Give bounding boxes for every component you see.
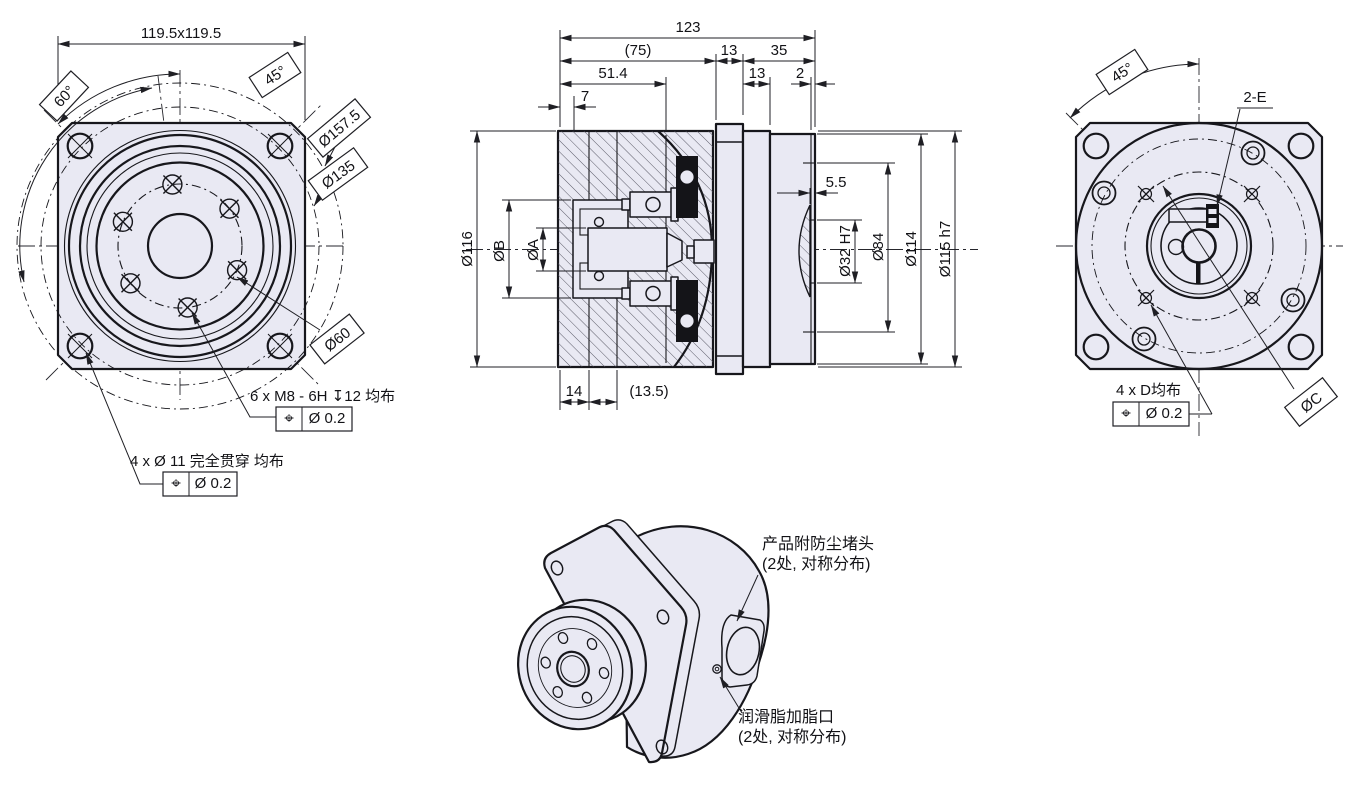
clamp-screw-section: [1206, 204, 1219, 228]
iso-dust-plug-facet: [720, 614, 765, 688]
bearing-seal-bottom: [676, 280, 698, 342]
note-text: 4 x Ø 11 完全贯穿 均布: [130, 452, 284, 470]
dim-label: 2: [796, 65, 804, 82]
bearing-seal-top: [676, 156, 698, 218]
label-2e: 2-E: [1216, 89, 1273, 207]
dim-angle-45-front: 45°: [57, 51, 302, 125]
clamp-screw-hole: [1167, 238, 1185, 256]
output-shaft-stub: [693, 239, 715, 264]
note-text: 2-E: [1243, 89, 1266, 106]
position-symbol: ⌖: [1121, 404, 1131, 423]
iso-dust-plug-hole: [725, 626, 761, 676]
dim-label: (75): [625, 42, 652, 59]
dim-dia-114: Ø114: [817, 133, 928, 365]
dim-dia-B: ØB: [491, 199, 571, 299]
side-counterbores: [1091, 140, 1306, 352]
side-corner-holes: [1082, 132, 1315, 361]
dim-dia-84: Ø84: [817, 162, 895, 333]
side-body-circle: [1074, 121, 1324, 371]
planet-gear-top: [621, 156, 698, 222]
input-clamp-hub: [1145, 192, 1253, 300]
fcf-frame: [162, 471, 238, 497]
sun-shaft-tip: [666, 232, 683, 268]
dim-55: 5.5: [777, 174, 846, 204]
input-bore: [587, 227, 668, 272]
note-text: 6 x M8 - 6H ↧12 均布: [250, 388, 395, 405]
counterbore-circle: [1091, 138, 1307, 354]
dim-label: Ø32 H7: [837, 225, 854, 277]
iso-flange-holes: [550, 560, 670, 755]
clamp-slit: [1196, 262, 1201, 284]
dim-dia-157: Ø157.5: [306, 98, 372, 167]
dim-label: ØB: [491, 240, 508, 262]
dim-label: 13: [749, 65, 766, 82]
dim-label: 7: [581, 88, 589, 105]
side-d-holes: [1137, 185, 1261, 307]
planet-gear-bottom: [621, 276, 698, 342]
dim-label: 13: [721, 42, 738, 59]
tolerance-value: Ø 0.2: [1146, 405, 1183, 422]
note-4d-holes: 4 x D均布 ⌖ Ø 0.2: [1112, 304, 1213, 427]
front-view: 119.5x119.5 45° 60° Ø157.5: [16, 25, 395, 497]
d-hole-bolt-circle: [1124, 171, 1274, 321]
dim-dia-32: Ø32 H7: [817, 219, 862, 284]
fcf-frame: [275, 406, 353, 432]
dim-label: 119.5x119.5: [141, 25, 221, 42]
dim-123: 123: [559, 19, 816, 127]
dim-angle-45-side: 45°: [1069, 48, 1200, 119]
dim-label: (13.5): [629, 383, 668, 400]
section-view: 123 (75) 13 35 51.4 13 2: [459, 19, 978, 410]
dim-label: Ø115 h7: [937, 221, 954, 277]
center-recess-dome: [798, 204, 811, 298]
side-square-flange: [1074, 121, 1324, 371]
side-view: 45° 2-E ØC 4 x D均布 ⌖ Ø 0.2: [1056, 48, 1343, 436]
callout-text: (2处, 对称分布): [762, 555, 870, 573]
dim-label: 5.5: [826, 174, 847, 191]
callout-text: 产品附防尘堵头: [762, 535, 874, 553]
dim-label: 51.4: [598, 65, 627, 82]
dim-514-13-2: 51.4 13 2: [559, 65, 835, 131]
iso-center-bore: [556, 650, 590, 688]
input-coupling: [572, 199, 683, 299]
note-corner-holes: 4 x Ø 11 完全贯穿 均布 ⌖ Ø 0.2: [85, 352, 284, 497]
callout-dust-plug: 产品附防尘堵头 (2处, 对称分布): [736, 535, 874, 622]
dim-dia-135: Ø135: [307, 146, 369, 207]
position-symbol: ⌖: [284, 409, 294, 428]
note-m8-threads: 6 x M8 - 6H ↧12 均布 ⌖ Ø 0.2: [191, 312, 395, 432]
fcf-frame: [1112, 401, 1190, 427]
iso-disc-bolt-holes: [540, 631, 610, 704]
dim-label: Ø114: [903, 231, 920, 267]
output-housing: [741, 129, 772, 369]
dim-label: 35: [771, 42, 788, 59]
note-text: 4 x D均布: [1116, 382, 1181, 399]
iso-grease-port: [712, 664, 722, 674]
dim-label: 14: [566, 383, 583, 400]
tolerance-value: Ø 0.2: [195, 475, 232, 492]
iso-output-disc: [517, 598, 647, 731]
iso-view: 产品附防尘堵头 (2处, 对称分布) 润滑脂加脂口 (2处, 对称分布): [517, 519, 874, 764]
clamp-bolt-top: [593, 216, 605, 228]
front-square-flange: [56, 121, 307, 371]
position-symbol: ⌖: [171, 474, 181, 493]
dim-dia-116: Ø116: [459, 130, 556, 368]
dim-14-135: 14 (13.5): [559, 370, 669, 410]
square-flange-plate: [714, 122, 745, 376]
dim-dia-C: ØC: [1162, 185, 1339, 428]
dim-label: Ø84: [870, 233, 887, 261]
dim-label: Ø116: [459, 231, 476, 267]
dim-dia-115: Ø115 h7: [818, 130, 962, 368]
dim-label: 123: [675, 19, 700, 36]
callout-text: (2处, 对称分布): [738, 728, 846, 746]
dim-label: ØA: [525, 239, 542, 261]
dim-dia-A: ØA: [525, 227, 586, 272]
callout-grease-port: 润滑脂加脂口 (2处, 对称分布): [719, 676, 846, 746]
dim-7: 7: [538, 88, 596, 132]
tolerance-value: Ø 0.2: [309, 410, 346, 427]
clamp-bar: [1168, 208, 1209, 223]
callout-text: 润滑脂加脂口: [738, 708, 834, 726]
dim-75-13-35: (75) 13 35: [559, 42, 816, 120]
